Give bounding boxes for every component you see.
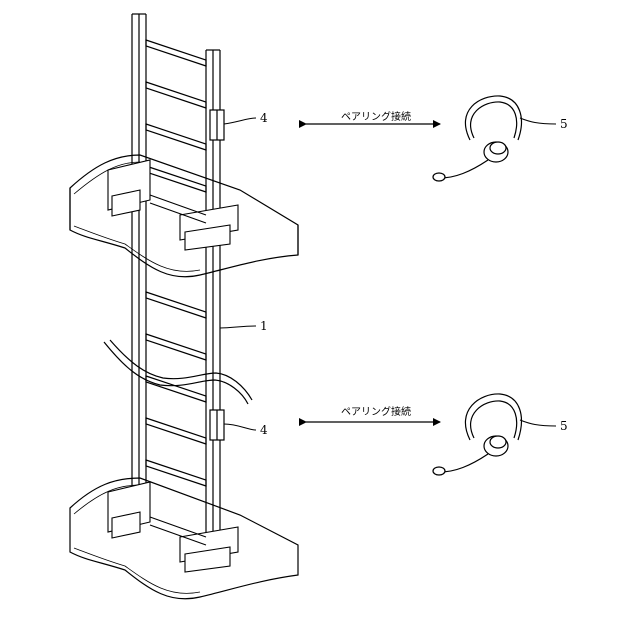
ref-label-headset-lower: 5	[560, 419, 568, 433]
receiver-lower	[210, 410, 224, 440]
ref-label-receiver-lower: 4	[260, 423, 268, 437]
pairing-label-upper: ペアリング接続	[341, 110, 411, 123]
ladder	[132, 14, 220, 540]
ref-label-headset-upper: 5	[560, 117, 568, 131]
lower-rungs	[146, 292, 206, 486]
pairing-label-lower: ペアリング接続	[341, 405, 411, 418]
safety-rope	[104, 340, 252, 404]
headset-lower	[433, 394, 556, 475]
headset-upper	[433, 96, 556, 181]
ref-label-receiver-upper: 4	[260, 111, 268, 125]
pairing-arrows	[306, 124, 440, 422]
ref-label-ladder: 1	[260, 319, 268, 333]
receiver-upper	[210, 110, 224, 140]
